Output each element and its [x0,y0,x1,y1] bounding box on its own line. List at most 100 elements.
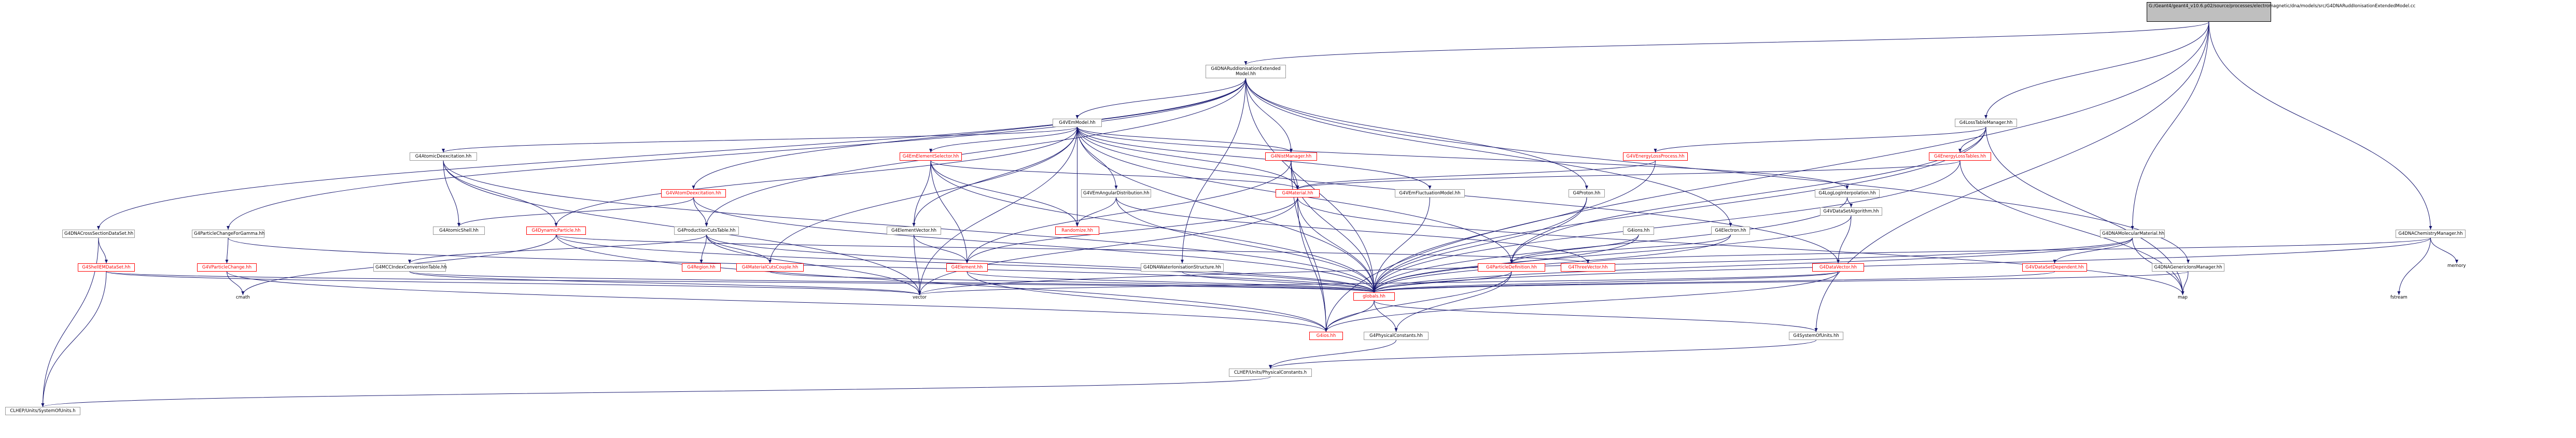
node-dna-generic-ions-manager[interactable]: G4DNAGenericIonsManager.hh [2152,263,2224,272]
node-atomic-shell[interactable]: G4AtomicShell.hh [433,227,485,235]
node-system-of-units[interactable]: G4SystemOfUnits.hh [1789,332,1843,340]
node-vem-fluctuation-model[interactable]: G4VEmFluctuationModel.hh [1395,189,1465,197]
edge-rudd_hh-to-vem_model [1075,78,1246,119]
node-memory[interactable]: memory [2447,263,2466,269]
node-particle-definition[interactable]: G4ParticleDefinition.hh [1478,263,1545,272]
edge-dynamic_particle-to-three_vector [556,234,1589,264]
edge-shell_em_dataset-to-clhep_units [41,271,107,407]
edge-mcc_index_conversion-to-vector [409,271,921,295]
edge-root-to-loss_table_manager [1984,21,2209,119]
edge-material_hh-to-g4ios [1297,197,1328,332]
edge-globals-to-physical_constants [1374,300,1398,332]
edge-clhep_physconst-to-clhep_units [41,376,1271,407]
node-particle-change-for-gamma[interactable]: G4ParticleChangeForGamma.hh [192,230,264,238]
edge-em_element_selector-to-element_hh [930,160,969,264]
edge-dynamic_particle-to-g4ios [556,234,1328,332]
node-energy-loss-tables[interactable]: G4EnergyLossTables.hh [1929,152,1991,161]
edge-energy_loss_tables-to-material_hh [1296,160,1961,190]
edge-em_element_selector-to-element_vector [912,160,931,227]
node-proton[interactable]: G4Proton.hh [1569,189,1605,197]
edge-shell_em_dataset-to-globals [106,271,1376,293]
edge-data_vector-to-globals [1373,271,1839,293]
edge-molecular_material-to-vdata_set_dependent [2053,237,2133,264]
node-nist-manager[interactable]: G4NistManager.hh [1265,152,1317,161]
node-element-vector[interactable]: G4ElementVector.hh [887,227,941,235]
node-clhep-system-of-units[interactable]: CLHEP/Units/SystemOfUnits.h [5,407,80,415]
edge-vdata_set_algorithm-to-globals [1373,215,1852,293]
edge-element_vector-to-vector [914,234,921,295]
node-production-cuts-table[interactable]: G4ProductionCutsTable.hh [674,227,739,235]
node-vem-model[interactable]: G4VEmModel.hh [1053,119,1102,127]
edge-electron_hh-to-globals [1373,234,1731,293]
node-g4ios[interactable]: G4ios.hh [1309,332,1343,340]
edge-rudd_hh-to-watercross [1181,78,1246,264]
edge-vem_model-to-nist_manager [1077,126,1293,153]
node-physical-constants[interactable]: G4PhysicalConstants.hh [1364,332,1429,340]
edge-vparticle_change-to-cmath [227,271,245,295]
edge-rudd_hh-to-generic_ion_manager [1245,78,2190,264]
edge-vatom_deexc-to-atomic_shell [457,197,694,227]
edge-em_element_selector-to-randomize [930,160,1079,227]
node-dna-chemistry-manager[interactable]: G4DNAChemistryManager.hh [2396,230,2466,238]
node-vdataset-dependent[interactable]: G4VDataSetDependent.hh [2022,263,2087,272]
node-vparticle-change[interactable]: G4VParticleChange.hh [197,263,257,272]
node-dna-molecular-material[interactable]: G4DNAMolecularMaterial.hh [2100,230,2165,238]
edge-particle_change_gamma-to-vparticle_change [225,237,229,264]
edge-data_vector-to-g4ios [1324,271,1839,332]
edge-production_cuts_table-to-vector [706,234,921,295]
node-electron[interactable]: G4Electron.hh [1711,227,1750,235]
edge-venergy_loss_process-to-material_hh [1296,160,1656,190]
node-vatom-deexcitation[interactable]: G4VAtomDeexcitation.hh [661,189,726,197]
node-fstream[interactable]: fstream [2390,295,2407,300]
edge-proton_hh-to-particle_definition [1510,197,1587,264]
edge-rudd_hh-to-proton_hh [1245,78,1588,190]
edge-element_vector-to-element_hh [914,234,969,264]
edge-vem_model-to-material_cuts_couple [768,126,1077,264]
node-log-log-interpolation[interactable]: G4LogLogInterpolation.hh [1815,189,1880,197]
node-material[interactable]: G4Material.hh [1276,189,1320,197]
node-three-vector[interactable]: G4ThreeVector.hh [1561,263,1615,272]
node-dna-cross-section-dataset[interactable]: G4DNACrossSectionDataSet.hh [62,230,135,238]
node-randomize[interactable]: Randomize.hh [1055,227,1099,235]
node-mcc-index-conversion-table[interactable]: G4MCCIndexConversionTable.hh [373,263,447,272]
edge-material_hh-to-vector [918,197,1298,295]
edge-chemistry_manager-to-three_vector [1586,237,2431,264]
node-loss-table-manager[interactable]: G4LossTableManager.hh [1955,119,2017,127]
edge-root-to-molecular_material [2131,21,2209,230]
edge-generic_ion_manager-to-map [2181,271,2189,295]
node-map[interactable]: map [2178,295,2188,300]
edge-vem_model-to-atomic_deexc [442,126,1077,153]
node-atomic-deexcitation[interactable]: G4AtomicDeexcitation.hh [410,152,477,161]
node-shell-em-dataset[interactable]: G4ShellEMDataSet.hh [78,263,135,272]
node-vem-angular-distribution[interactable]: G4VEmAngularDistribution.hh [1081,189,1151,197]
edge-loss_table_manager-to-venergy_loss_process [1654,126,1986,153]
edge-globals-to-g4ios [1324,300,1375,332]
node-region[interactable]: G4Region.hh [682,263,721,272]
edge-vdata_set_dependent-to-globals [1373,271,2055,293]
node-dynamic-particle[interactable]: G4DynamicParticle.hh [526,227,586,235]
root-file-node[interactable]: G:/Geant4/geant4_v10.6.p02/source/proces… [2147,2,2415,22]
node-material-cuts-couple[interactable]: G4MaterialCutsCouple.hh [736,263,804,272]
edge-material_cuts_couple-to-globals [769,271,1376,293]
edge-atomic_deexc-to-atomic_shell [443,160,460,227]
edge-electron_hh-to-particle_definition [1510,234,1731,264]
edge-vem_angular-to-globals [1116,197,1376,293]
node-data-vector[interactable]: G4DataVector.hh [1812,263,1864,272]
edge-fluctuation_model-to-globals [1373,197,1430,293]
edge-element_hh-to-g4ios [967,271,1328,332]
edge-rudd_hh-to-particle_change_gamma [227,78,1246,230]
node-em-element-selector[interactable]: G4EmElementSelector.hh [900,152,962,161]
node-dna-water-ionisation-structure[interactable]: G4DNAWaterIonisationStructure.hh [1141,263,1224,272]
node-clhep-physical-constants[interactable]: CLHEP/Units/PhysicalConstants.h [1229,369,1312,377]
node-vector[interactable]: vector [913,295,927,300]
node-ions[interactable]: G4ions.hh [1623,227,1654,235]
node-cmath[interactable]: cmath [236,295,250,300]
edge-material_hh-to-globals [1297,197,1376,293]
edge-physical_constants-to-clhep_physconst [1269,340,1396,369]
node-venergy-loss-process[interactable]: G4VEnergyLossProcess.hh [1623,152,1688,161]
node-globals[interactable]: globals.hh [1353,292,1395,301]
node-element[interactable]: G4Element.hh [946,263,988,272]
node-rudd-ionisation-extended-model[interactable]: G4DNARuddIonisationExtended Model.hh [1206,65,1286,78]
node-vdataset-algorithm[interactable]: G4VDataSetAlgorithm.hh [1820,207,1882,216]
